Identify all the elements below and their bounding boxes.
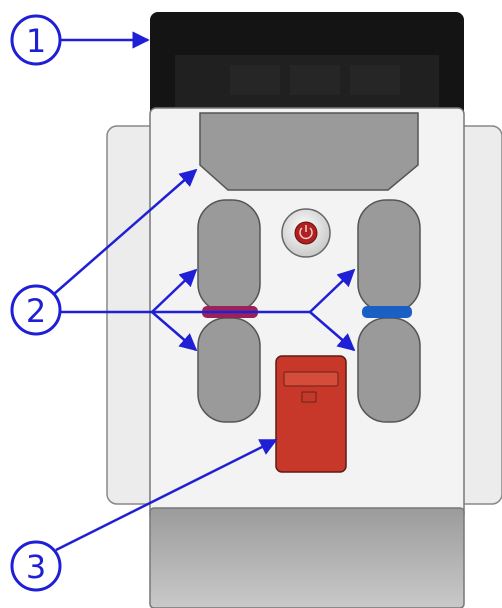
- bottom-bar: [149, 507, 465, 608]
- back-button[interactable]: [199, 112, 419, 191]
- red-module: [275, 355, 347, 473]
- right-lower-button[interactable]: [357, 317, 421, 423]
- right-accent-bar: [362, 306, 412, 318]
- callout-3: 3: [10, 438, 278, 592]
- callout-2: 2: [10, 168, 356, 352]
- callout-2-label: 2: [26, 292, 46, 330]
- callout-3-label: 3: [26, 548, 46, 586]
- callout-1-label: 1: [26, 22, 46, 60]
- left-lower-button[interactable]: [197, 317, 261, 423]
- right-upper-button[interactable]: [357, 199, 421, 313]
- power-button-icon: [299, 225, 313, 240]
- left-upper-button[interactable]: [197, 199, 261, 313]
- center-button[interactable]: [281, 208, 331, 258]
- callout-1: 1: [10, 14, 150, 66]
- lcd-screen: [150, 12, 464, 132]
